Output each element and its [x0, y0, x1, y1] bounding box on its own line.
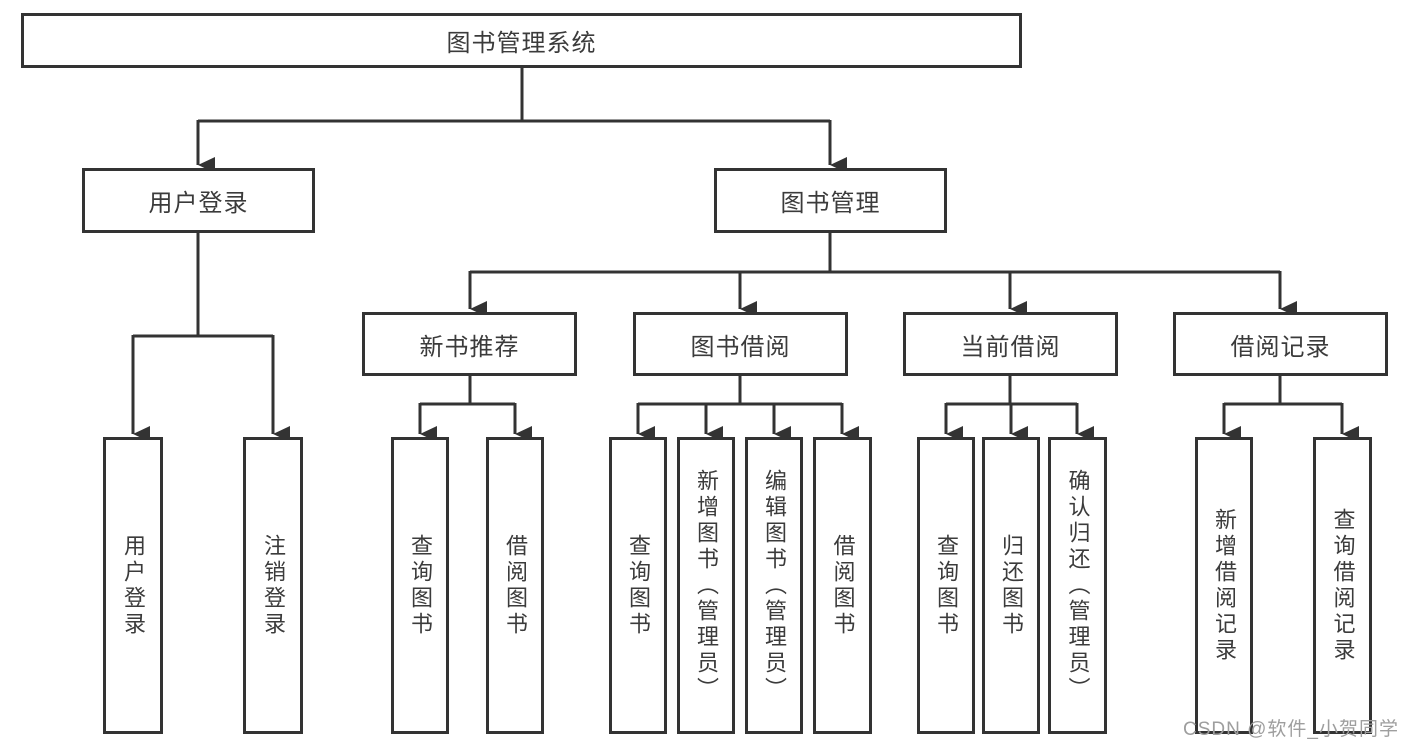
leaf-add-borrow-record: 新增借阅记录 [1195, 437, 1253, 734]
leaf-user-login: 用户登录 [103, 437, 163, 734]
node-user-login: 用户登录 [82, 168, 315, 233]
leaf-borrow-books-recommend: 借阅图书 [486, 437, 544, 734]
leaf-label: 归还图书 [999, 533, 1024, 638]
leaf-label: 注销登录 [261, 533, 286, 638]
leaf-label: 用户登录 [121, 533, 146, 638]
node-borrow-records: 借阅记录 [1173, 312, 1388, 376]
leaf-borrow-books: 借阅图书 [813, 437, 872, 734]
node-label: 新书推荐 [419, 333, 520, 361]
leaf-label: 查询借阅记录 [1330, 507, 1356, 664]
node-current-borrow: 当前借阅 [903, 312, 1118, 376]
leaf-label: 编辑图书（管理员） [762, 468, 787, 703]
leaf-confirm-return-admin: 确认归还（管理员） [1048, 437, 1107, 734]
leaf-return-books: 归还图书 [982, 437, 1040, 734]
node-root: 图书管理系统 [21, 13, 1022, 68]
leaf-label: 确认归还（管理员） [1065, 468, 1091, 703]
node-label: 当前借阅 [960, 333, 1061, 361]
leaf-label: 查询图书 [934, 533, 959, 638]
node-label: 借阅记录 [1230, 333, 1331, 361]
leaf-label: 借阅图书 [830, 533, 856, 638]
leaf-query-books-recommend: 查询图书 [391, 437, 449, 734]
leaf-query-books-current: 查询图书 [917, 437, 975, 734]
node-root-label: 图书管理系统 [446, 30, 597, 57]
node-new-book-recommend: 新书推荐 [362, 312, 577, 376]
node-book-borrow: 图书借阅 [633, 312, 848, 376]
node-book-management: 图书管理 [714, 168, 947, 233]
leaf-query-books-borrow: 查询图书 [609, 437, 667, 734]
leaf-query-borrow-record: 查询借阅记录 [1313, 437, 1372, 734]
leaf-edit-books-admin: 编辑图书（管理员） [745, 437, 803, 734]
node-label: 图书管理 [780, 190, 881, 217]
leaf-add-books-admin: 新增图书（管理员） [677, 437, 735, 734]
csdn-watermark: CSDN @软件_小贺同学 [1183, 719, 1399, 740]
leaf-label: 查询图书 [408, 533, 433, 638]
leaf-logout: 注销登录 [243, 437, 303, 734]
node-label: 图书借阅 [690, 333, 791, 361]
leaf-label: 借阅图书 [503, 533, 528, 638]
leaf-label: 新增图书（管理员） [694, 468, 719, 703]
leaf-label: 查询图书 [626, 533, 651, 638]
node-label: 用户登录 [148, 190, 249, 217]
leaf-label: 新增借阅记录 [1212, 507, 1237, 664]
